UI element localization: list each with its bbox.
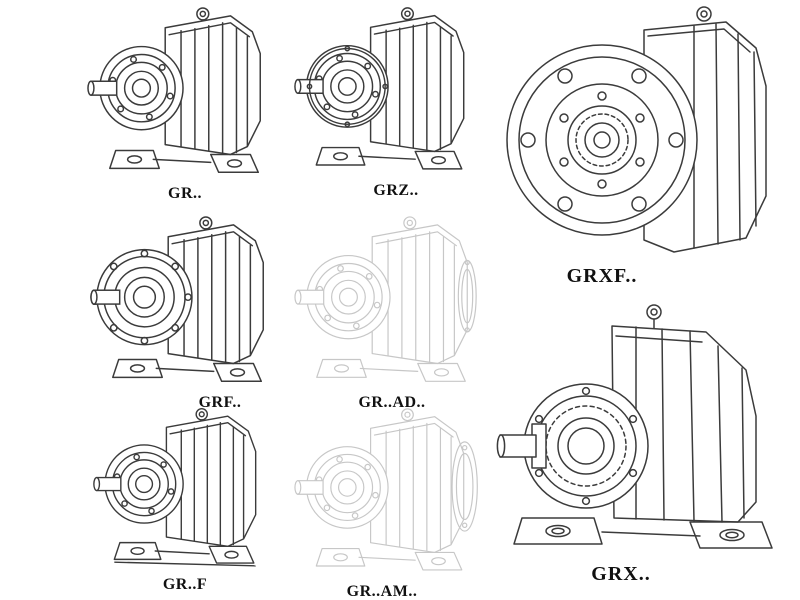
gearbox-figure-grf: GRF.. [88, 213, 288, 412]
model-label-gr-f: GR..F [162, 575, 208, 593]
model-label-grf: GRF.. [198, 394, 242, 412]
model-label-grz: GRZ.. [373, 181, 419, 199]
gearbox-drawing-gr-f [93, 408, 257, 567]
gearbox-drawing-gr-am [294, 408, 478, 571]
gearbox-figure-gr-ad: GR..AD.. [292, 213, 492, 412]
gearbox-figure-grxf: GRXF.. [492, 0, 796, 288]
gearbox-figure-grz: GRZ.. [292, 4, 488, 200]
model-label-grx: GRX.. [591, 563, 651, 585]
gearbox-figure-grx: GRX.. [492, 296, 796, 586]
gearbox-figure-gr: GR.. [85, 4, 285, 203]
gearbox-drawing-gr [87, 7, 261, 173]
model-label-grxf: GRXF.. [566, 265, 638, 287]
gearbox-drawing-grz [294, 7, 465, 170]
gearbox-drawing-grxf [506, 6, 767, 253]
gearbox-figure-gr-am: GR..AM.. [292, 405, 488, 600]
gearbox-figure-gr-f: GR..F [85, 405, 285, 594]
model-label-gr-ad: GR..AD.. [358, 394, 426, 412]
model-label-gr: GR.. [168, 185, 202, 203]
model-label-gr-am: GR..AM.. [346, 582, 418, 600]
gearbox-drawing-grf [90, 216, 264, 382]
gearbox-drawing-gr-ad [294, 216, 477, 382]
gearbox-drawing-grx [496, 304, 773, 549]
